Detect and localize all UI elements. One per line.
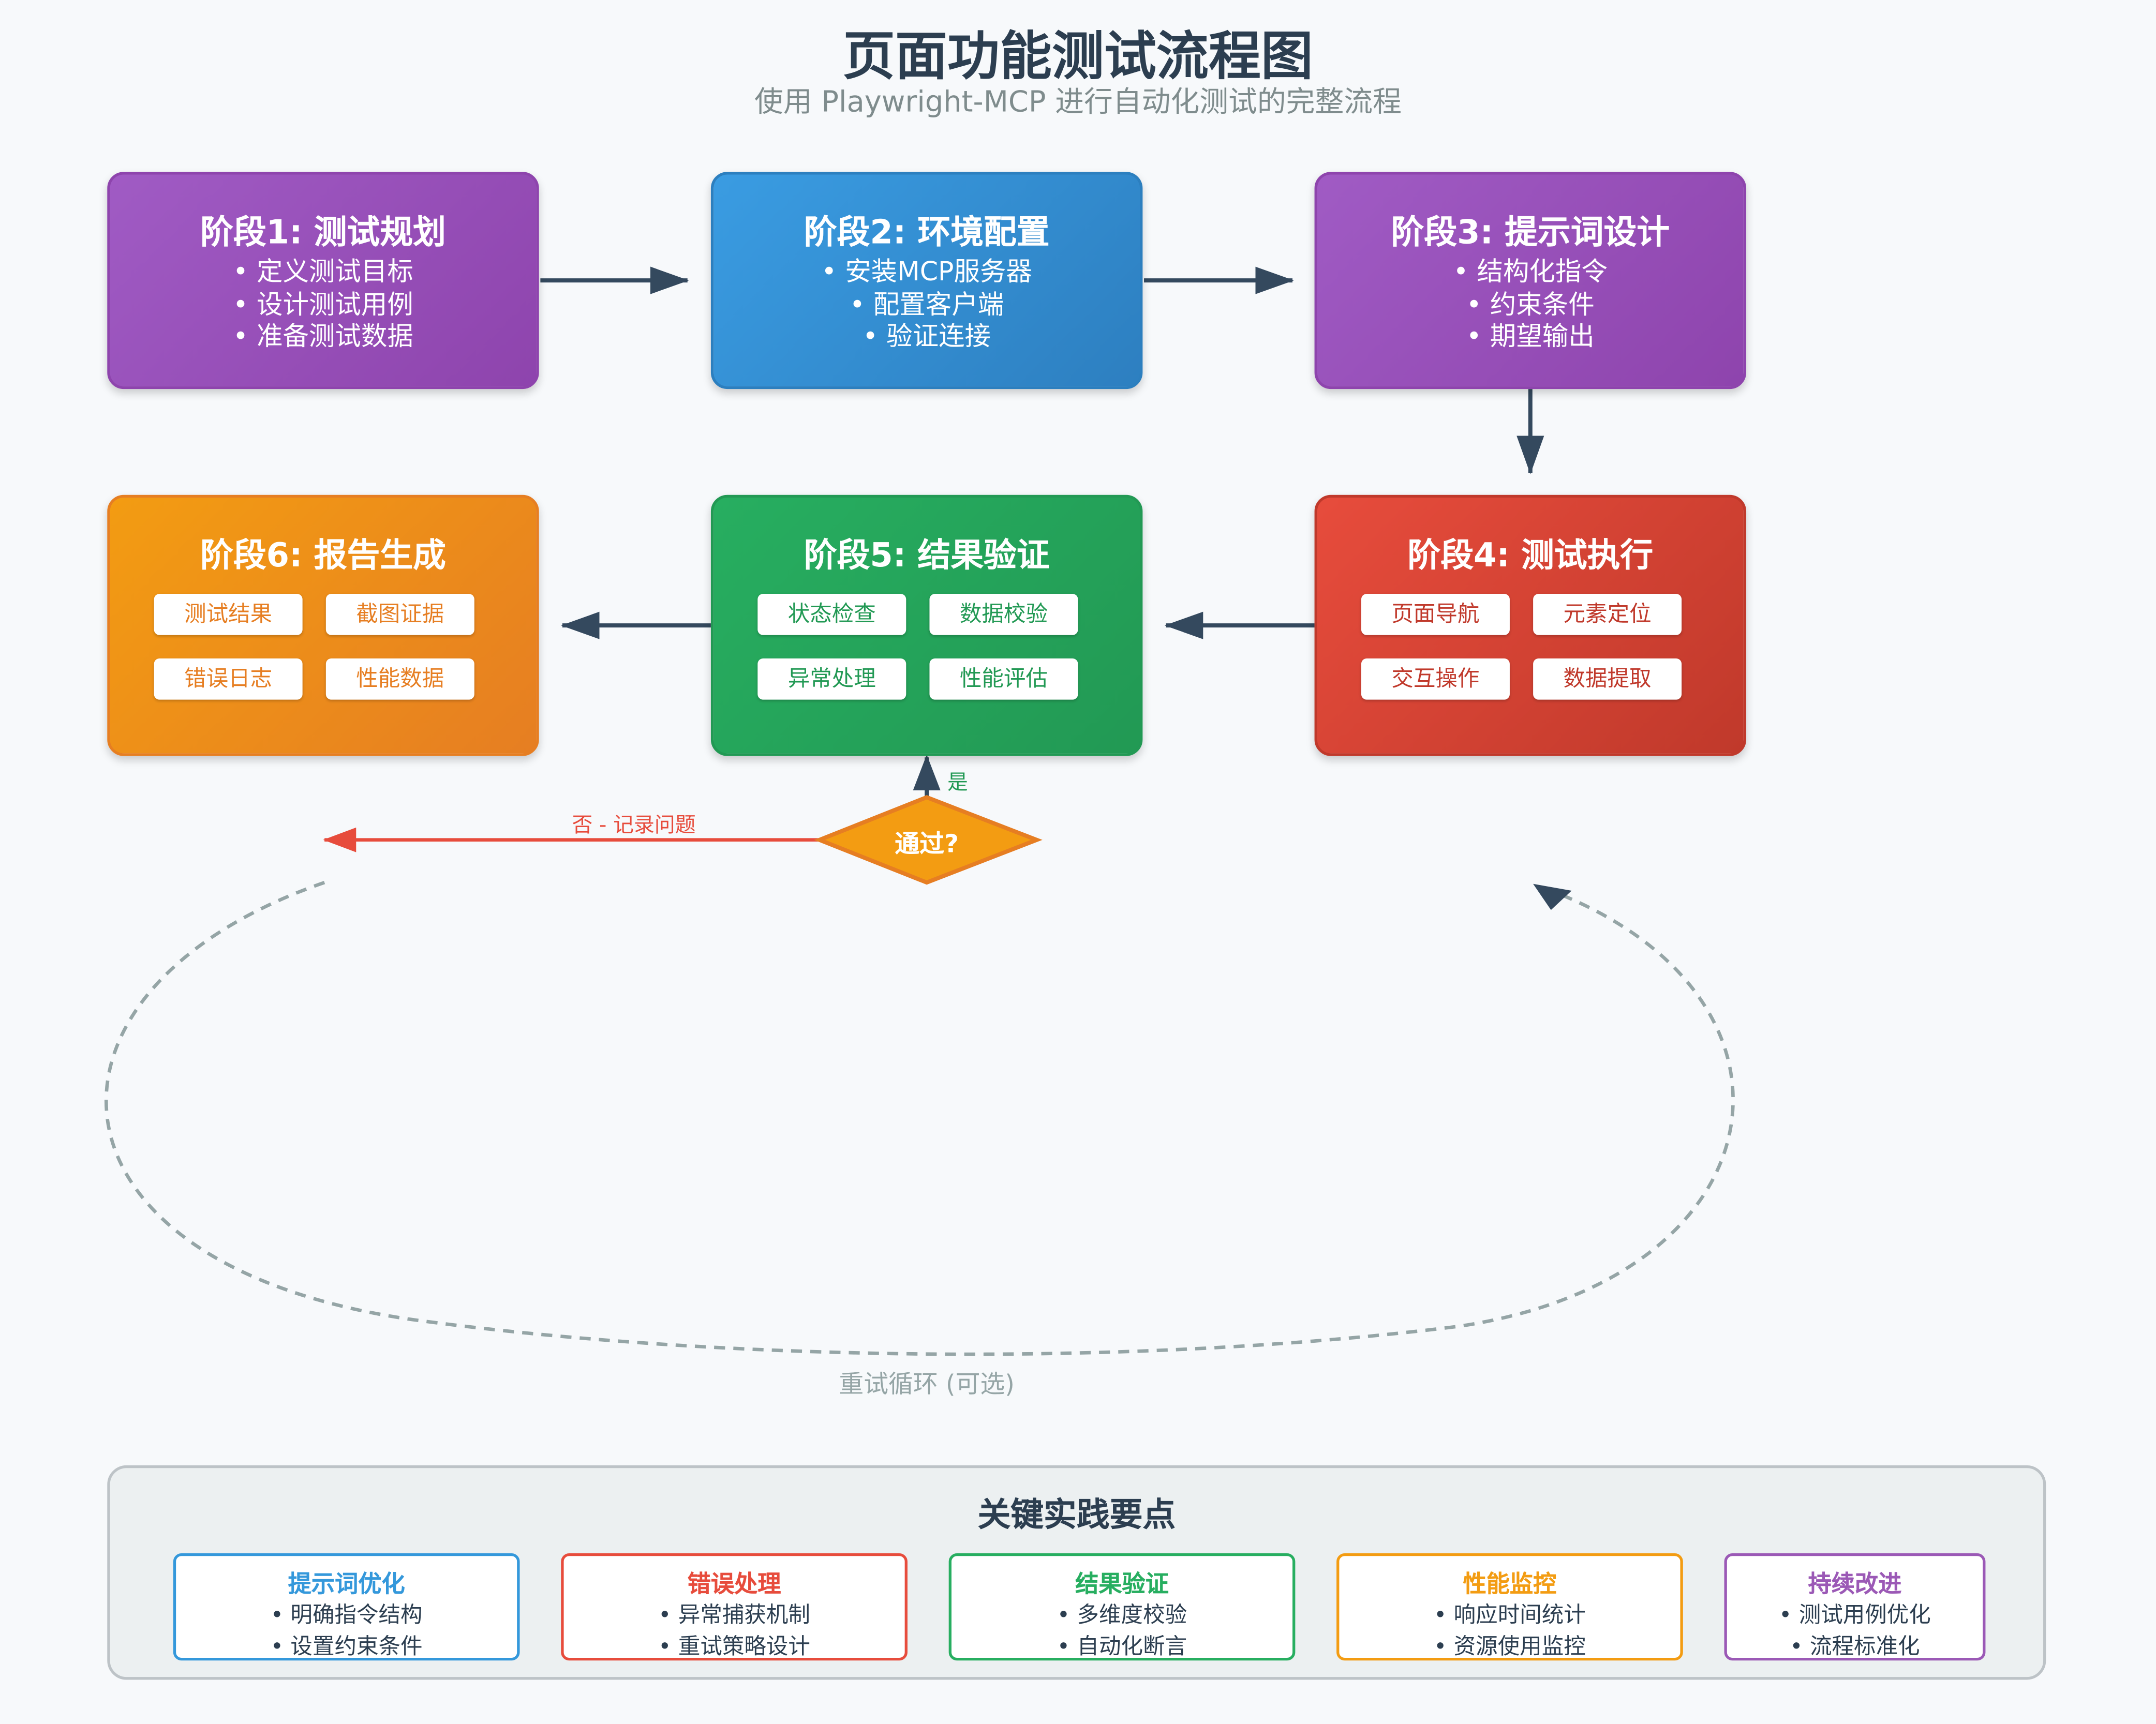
card-title: 性能监控 — [1463, 1571, 1557, 1599]
retry-loop-label: 重试循环 (可选) — [839, 1370, 1015, 1400]
panel-title: 关键实践要点 — [977, 1495, 1176, 1534]
card-item: • 异常捕获机制 — [658, 1601, 810, 1628]
stage-chip: 测试结果 — [154, 594, 303, 635]
bullet-item: • 验证连接 — [863, 321, 991, 352]
stage-chip: 数据提取 — [1533, 658, 1682, 700]
card-title: 结果验证 — [1075, 1571, 1169, 1599]
retry-loop — [105, 880, 1735, 1356]
card-item: • 流程标准化 — [1790, 1633, 1920, 1659]
card-title: 错误处理 — [687, 1571, 781, 1599]
stage-bullets: • 安装MCP服务器 • 配置客户端 • 验证连接 — [713, 257, 1140, 354]
practice-card-prompt: 提示词优化 • 明确指令结构 • 设置约束条件 — [173, 1553, 520, 1661]
key-practices-panel: 关键实践要点 提示词优化 • 明确指令结构 • 设置约束条件 错误处理 • 异常… — [107, 1465, 2046, 1680]
stage-chip: 数据校验 — [929, 594, 1078, 635]
stage-title: 阶段5: 结果验证 — [804, 536, 1050, 575]
decision-diamond — [814, 795, 1043, 885]
stage-3-box: 阶段3: 提示词设计 • 结构化指令 • 约束条件 • 期望输出 — [1314, 172, 1747, 389]
stage-title: 阶段2: 环境配置 — [804, 213, 1050, 252]
stage-1-box: 阶段1: 测试规划 • 定义测试目标 • 设计测试用例 • 准备测试数据 — [107, 172, 539, 389]
stage-chip: 错误日志 — [154, 658, 303, 700]
stage-chip: 页面导航 — [1361, 594, 1510, 635]
practice-card-verify: 结果验证 • 多维度校验 • 自动化断言 — [948, 1553, 1296, 1661]
card-item: • 重试策略设计 — [658, 1633, 810, 1659]
stage-title: 阶段6: 报告生成 — [200, 536, 446, 575]
stage-5-box: 阶段5: 结果验证 状态检查 数据校验 异常处理 性能评估 — [710, 494, 1143, 756]
decision-no-label: 否 - 记录问题 — [572, 812, 696, 837]
card-item: • 测试用例优化 — [1779, 1601, 1931, 1628]
card-item: • 设置约束条件 — [270, 1633, 423, 1659]
practice-card-error: 错误处理 • 异常捕获机制 • 重试策略设计 — [561, 1553, 908, 1661]
stage-bullets: • 定义测试目标 • 设计测试用例 • 准备测试数据 — [110, 257, 537, 354]
stage-chip: 性能评估 — [929, 658, 1078, 700]
bullet-item: • 约束条件 — [1466, 289, 1595, 320]
card-item: • 资源使用监控 — [1434, 1633, 1586, 1659]
card-title: 持续改进 — [1808, 1571, 1902, 1599]
decision-label: 通过? — [895, 830, 959, 859]
bullet-item: • 定义测试目标 — [233, 257, 413, 288]
bullet-item: • 结构化指令 — [1453, 257, 1608, 288]
stage-2-box: 阶段2: 环境配置 • 安装MCP服务器 • 配置客户端 • 验证连接 — [710, 172, 1143, 389]
page-title: 页面功能测试流程图 — [843, 26, 1313, 87]
stage-chip: 截图证据 — [325, 594, 474, 635]
stage-title: 阶段1: 测试规划 — [200, 213, 446, 252]
stage-chip: 状态检查 — [757, 594, 906, 635]
stage-chip: 性能数据 — [325, 658, 474, 700]
stage-title: 阶段3: 提示词设计 — [1391, 213, 1670, 252]
card-item: • 自动化断言 — [1057, 1633, 1187, 1659]
stage-bullets: • 结构化指令 • 约束条件 • 期望输出 — [1317, 257, 1744, 354]
card-title: 提示词优化 — [288, 1571, 405, 1599]
stage-chip: 异常处理 — [757, 658, 906, 700]
card-item: • 明确指令结构 — [270, 1601, 423, 1628]
retry-loop-arrowhead — [1533, 883, 1572, 910]
card-item: • 多维度校验 — [1057, 1601, 1187, 1628]
bullet-item: • 配置客户端 — [850, 289, 1004, 320]
bullet-item: • 设计测试用例 — [233, 289, 413, 320]
stage-chip: 交互操作 — [1361, 658, 1510, 700]
stage-4-box: 阶段4: 测试执行 页面导航 元素定位 交互操作 数据提取 — [1314, 494, 1747, 756]
page-subtitle: 使用 Playwright-MCP 进行自动化测试的完整流程 — [754, 85, 1402, 118]
card-item: • 响应时间统计 — [1434, 1601, 1586, 1628]
bullet-item: • 期望输出 — [1466, 321, 1595, 352]
practice-card-improve: 持续改进 • 测试用例优化 • 流程标准化 — [1724, 1553, 1986, 1661]
practice-card-performance: 性能监控 • 响应时间统计 • 资源使用监控 — [1336, 1553, 1683, 1661]
stage-title: 阶段4: 测试执行 — [1407, 536, 1654, 575]
bullet-item: • 安装MCP服务器 — [821, 257, 1032, 288]
decision-yes-label: 是 — [947, 770, 968, 795]
stage-chip: 元素定位 — [1533, 594, 1682, 635]
bullet-item: • 准备测试数据 — [233, 321, 413, 352]
stage-6-box: 阶段6: 报告生成 测试结果 截图证据 错误日志 性能数据 — [107, 494, 539, 756]
